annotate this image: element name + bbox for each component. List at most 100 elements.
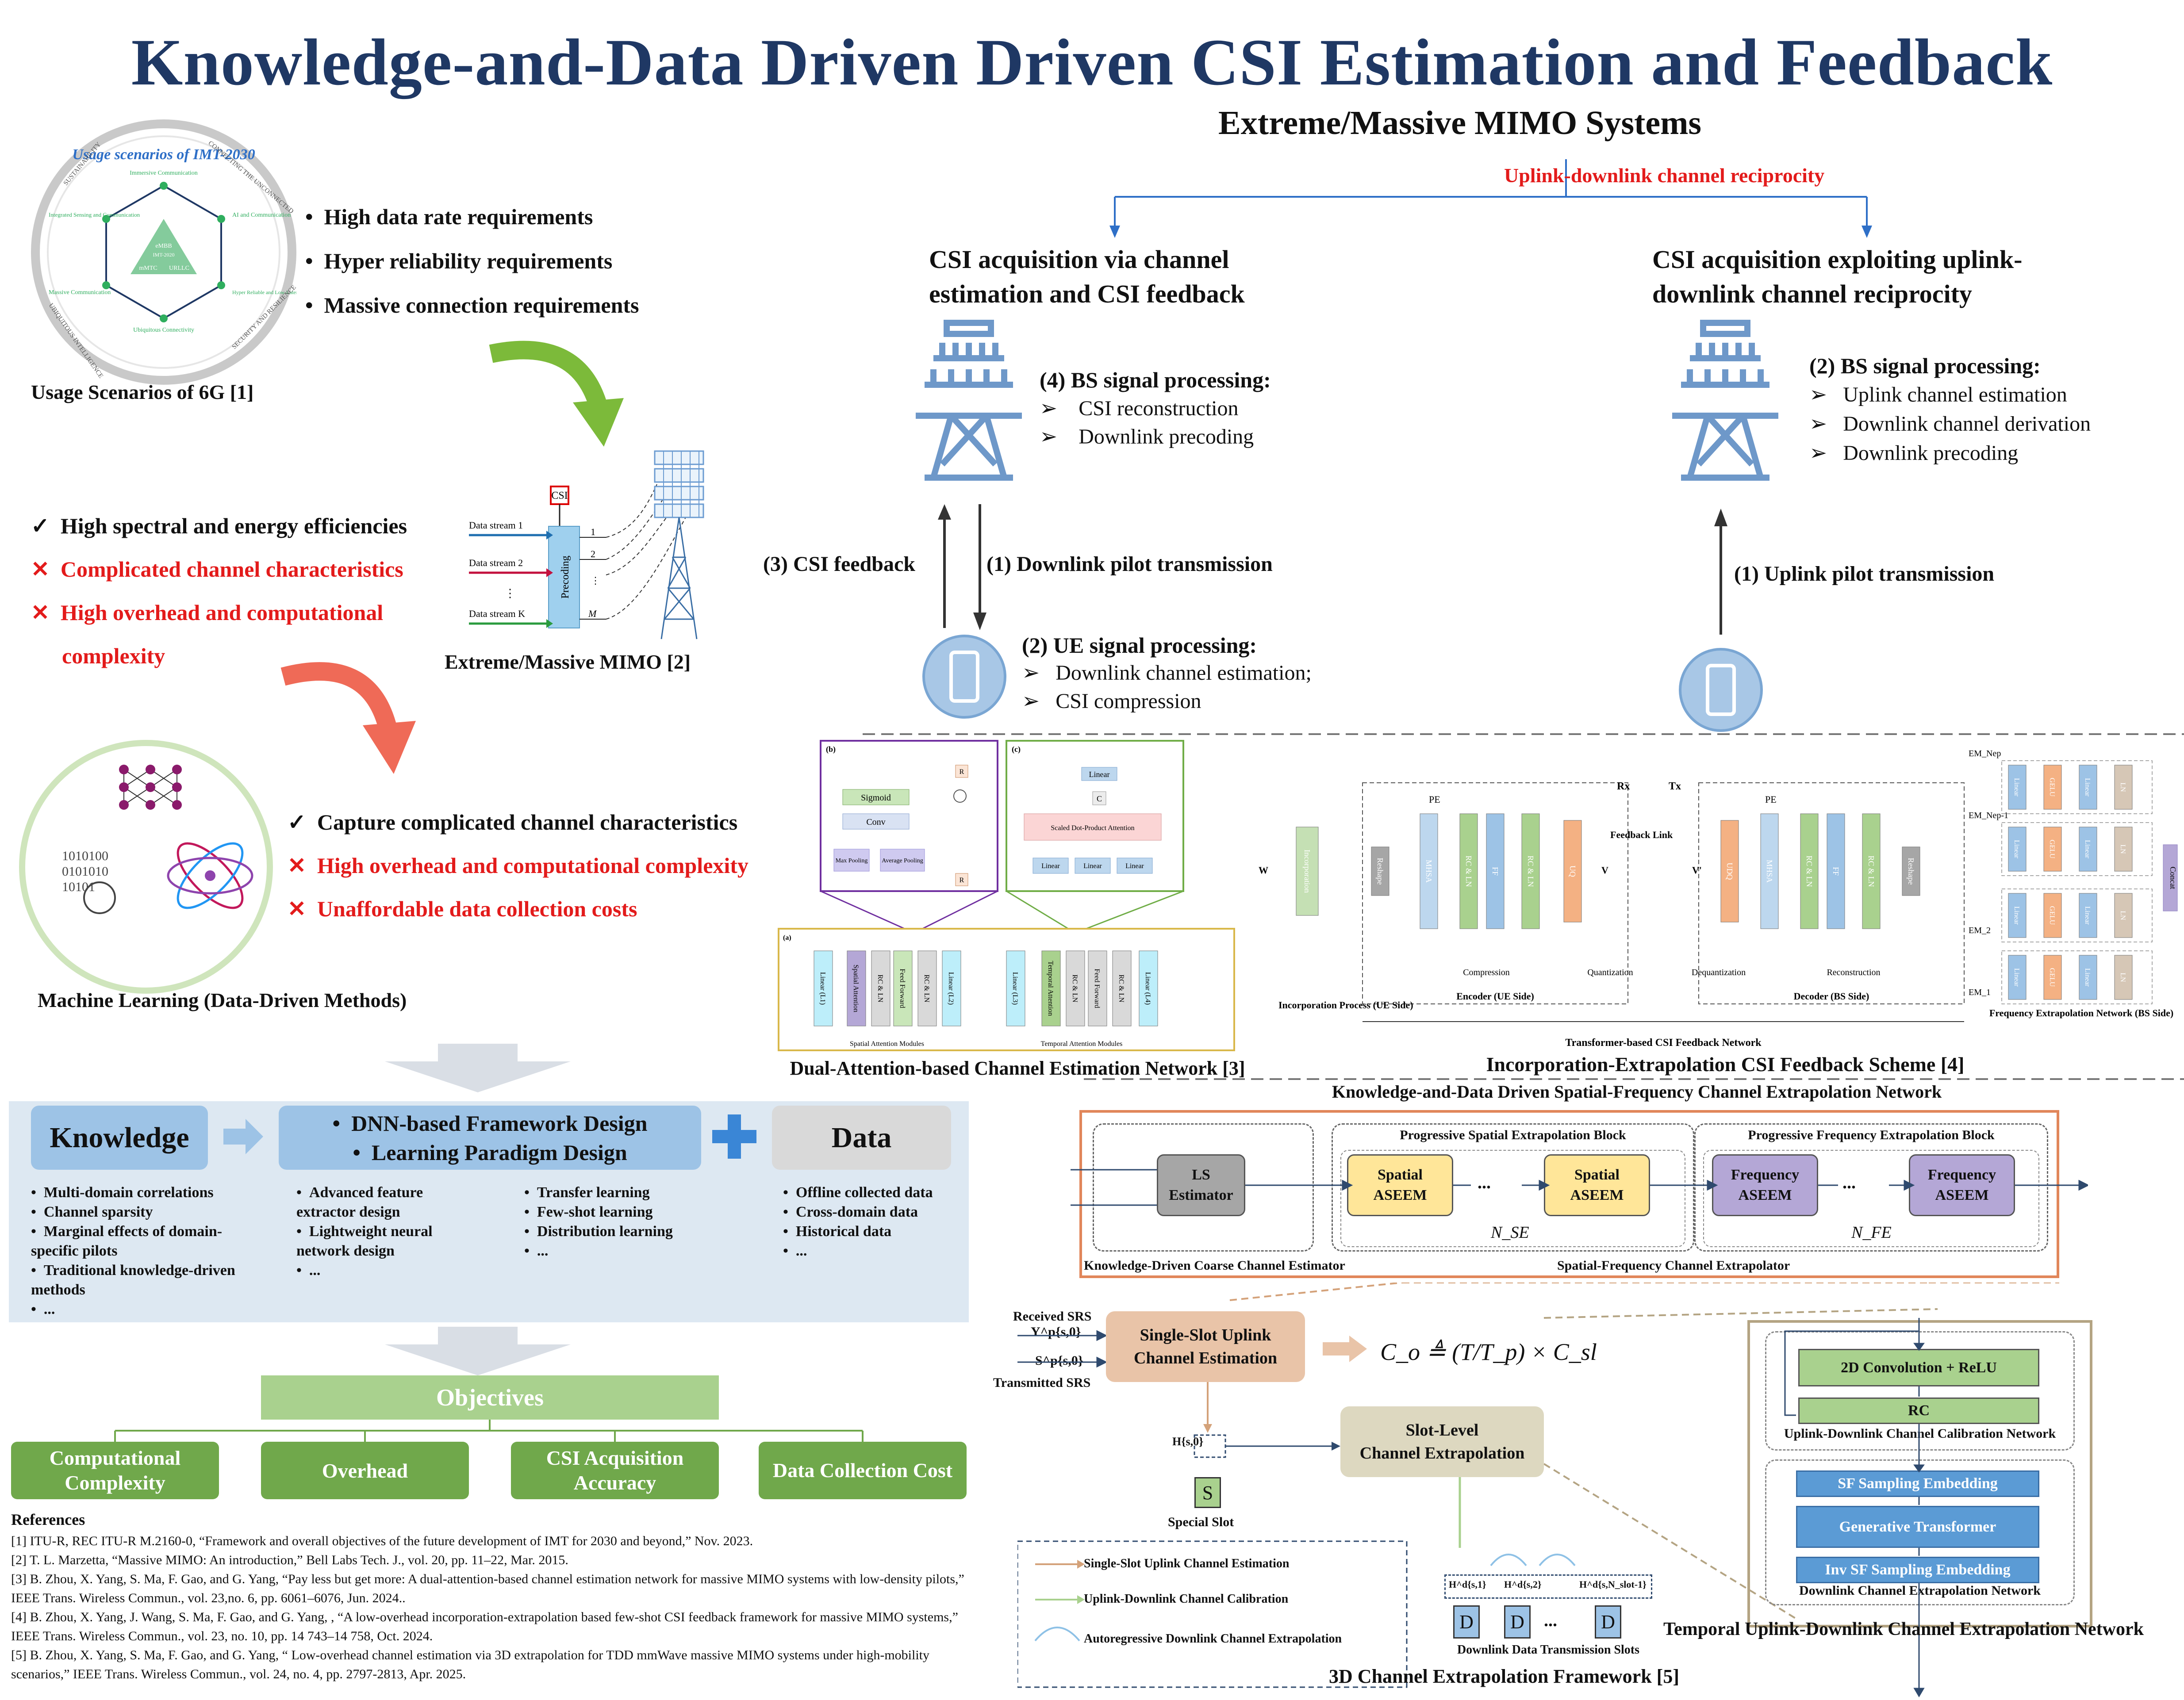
extrapolation-caption: Downlink Channel Extrapolation Network: [1799, 1583, 2041, 1598]
systems-title: Extreme/Massive MIMO Systems: [1218, 104, 1701, 142]
uplink-arrow: [1714, 509, 1727, 635]
separator-mid: [1084, 1078, 2184, 1080]
port-m: M: [588, 608, 597, 619]
special-slot-caption: Special Slot: [1168, 1515, 1234, 1529]
bs2-item: ➢ Uplink channel estimation: [1809, 383, 2067, 406]
knowledge-item: • Traditional knowledge-driven methods: [31, 1262, 235, 1298]
dl-caption: Downlink Data Transmission Slots: [1457, 1643, 1640, 1657]
linear-top-block: Linear: [1089, 770, 1110, 779]
ml-diagram: 1010100 0101010 10101: [19, 740, 273, 994]
em-nep: EM_Nep: [1969, 749, 2001, 758]
svg-text:⋮: ⋮: [591, 575, 600, 586]
legend-item-1: Single-Slot Uplink Channel Estimation: [1084, 1557, 1290, 1570]
ext-block-label: Linear: [2013, 906, 2020, 925]
mimo-caption: Extreme/Massive MIMO [2]: [445, 651, 691, 673]
mimo-diagram: CSI Precoding Data stream 1 Data stream …: [469, 450, 704, 639]
ext-block-label: Linear: [2084, 840, 2091, 858]
reference-item: [2] T. L. Marzetta, “Massive MIMO: An in…: [11, 1553, 568, 1567]
d-slot-1: D: [1453, 1605, 1480, 1639]
avg-pool-block: Average Pooling: [882, 858, 923, 864]
ext-block: [2008, 765, 2027, 810]
ml-con-item: ✕ High overhead and computational comple…: [288, 853, 748, 878]
inner-imt2020: IMT-2020: [153, 252, 175, 258]
objectives-connector: [114, 1420, 864, 1442]
bs4-item: ➢ CSI reconstruction: [1040, 397, 1239, 420]
concat-block-ext: Concat: [2169, 867, 2177, 889]
conv-block: Conv: [866, 817, 885, 827]
node-massive: Massive Communication: [49, 289, 111, 296]
spatial-aseem-1: Spatial ASEEM: [1347, 1154, 1453, 1216]
inner-urllc: URLLC: [169, 265, 189, 272]
stream-2-label: Data stream 2: [469, 557, 523, 568]
requirement-item: • Massive connection requirements: [305, 293, 639, 318]
a-block-label: Linear (L4): [1144, 972, 1151, 1005]
design-detail-item: • Few-shot learning: [524, 1204, 653, 1220]
ext-stack-frame: [2001, 760, 2153, 814]
design-items-a: • Advanced feature extractor design • Li…: [296, 1183, 482, 1280]
objectives-title: Objectives: [261, 1375, 719, 1420]
inc-block-label: UQ: [1568, 865, 1577, 877]
inc-block-label: Incorporation: [1303, 850, 1312, 893]
sf-title: Knowledge-and-Data Driven Spatial-Freque…: [1332, 1082, 1942, 1102]
extrapolator-caption: Spatial-Frequency Channel Extrapolator: [1557, 1258, 1790, 1273]
reference-item: [1] ITU-R, REC ITU-R M.2160-0, “Framewor…: [11, 1534, 753, 1548]
bs-tower-right-icon: [1672, 320, 1778, 481]
d-slot-n: D: [1595, 1605, 1621, 1639]
ue-phone-left-icon: [922, 635, 1006, 719]
em-2: EM_2: [1969, 926, 1991, 935]
arrow-right-icon: [223, 1119, 263, 1154]
inc-block: [1563, 820, 1582, 923]
reciprocity-branch: [1109, 159, 1872, 238]
a-block-label: Linear (L1): [819, 972, 826, 1005]
ext-block-label: Linear: [2013, 840, 2020, 858]
a-block: [1112, 950, 1132, 1026]
a-block: [917, 950, 937, 1026]
knowledge-item: • ...: [31, 1301, 55, 1317]
inc-block: [1521, 813, 1540, 929]
node-immersive: Immersive Communication: [130, 170, 198, 176]
ext-block: [2043, 827, 2062, 872]
a-block: [847, 950, 866, 1026]
binary-line-3: 10101: [62, 880, 95, 894]
hd-1: H^d{s,1}: [1449, 1579, 1486, 1590]
em-nep-1: EM_Nep-1: [1969, 811, 2008, 820]
w-label: W: [1259, 865, 1268, 876]
objective-complexity: Computational Complexity: [11, 1442, 219, 1499]
sf-frame: [1079, 1110, 2059, 1278]
inc-block: [1800, 813, 1819, 929]
port-2: 2: [591, 548, 595, 559]
ext-block: [2043, 893, 2062, 938]
a-block-label: Feed Forward: [898, 969, 906, 1008]
ext-block: [2114, 955, 2133, 1000]
design-detail-item: • Transfer learning: [524, 1184, 650, 1201]
temporal-connectors: [1784, 1318, 1925, 1697]
spatial-block-region: [1332, 1123, 1694, 1252]
requirement-item: • High data rate requirements: [305, 204, 593, 229]
dequantization-label: Dequantization: [1692, 968, 1746, 977]
frequency-inner-region: [1703, 1150, 2039, 1247]
bs-tower-left-icon: [916, 320, 1022, 481]
transmitted-srs-symbol: S^p{s,0}: [1035, 1353, 1083, 1368]
inc-block: [1720, 820, 1739, 923]
precoding-label: Precoding: [560, 555, 571, 598]
group-encoder: Encoder (UE Side): [1456, 991, 1534, 1002]
node-ubiquitous: Ubiquitous Connectivity: [133, 327, 194, 333]
a-block: [814, 950, 833, 1026]
a-block: [1066, 950, 1085, 1026]
inc-block-label: FF: [1831, 867, 1840, 876]
design-item: • Learning Paradigm Design: [353, 1140, 627, 1165]
inc-block-label: RC & LN: [1464, 855, 1473, 887]
ext-block-label: Linear: [2084, 778, 2091, 796]
inc-block-label: UDQ: [1725, 863, 1734, 880]
ls-estimator: LS Estimator: [1157, 1154, 1245, 1216]
rc-block: RC: [1798, 1398, 2039, 1424]
inv-sf-embed-block: Inv SF Sampling Embedding: [1796, 1557, 2039, 1583]
temporal-modules-label: Temporal Attention Modules: [1041, 1040, 1123, 1048]
data-items: • Offline collected data • Cross-domain …: [783, 1183, 960, 1261]
a-block-label: Linear (L2): [947, 972, 955, 1005]
inc-block-label: MHSA: [1424, 860, 1433, 883]
ext-block-label: Linear: [2084, 906, 2091, 925]
port-1: 1: [591, 526, 595, 537]
ext-block: [2079, 827, 2097, 872]
